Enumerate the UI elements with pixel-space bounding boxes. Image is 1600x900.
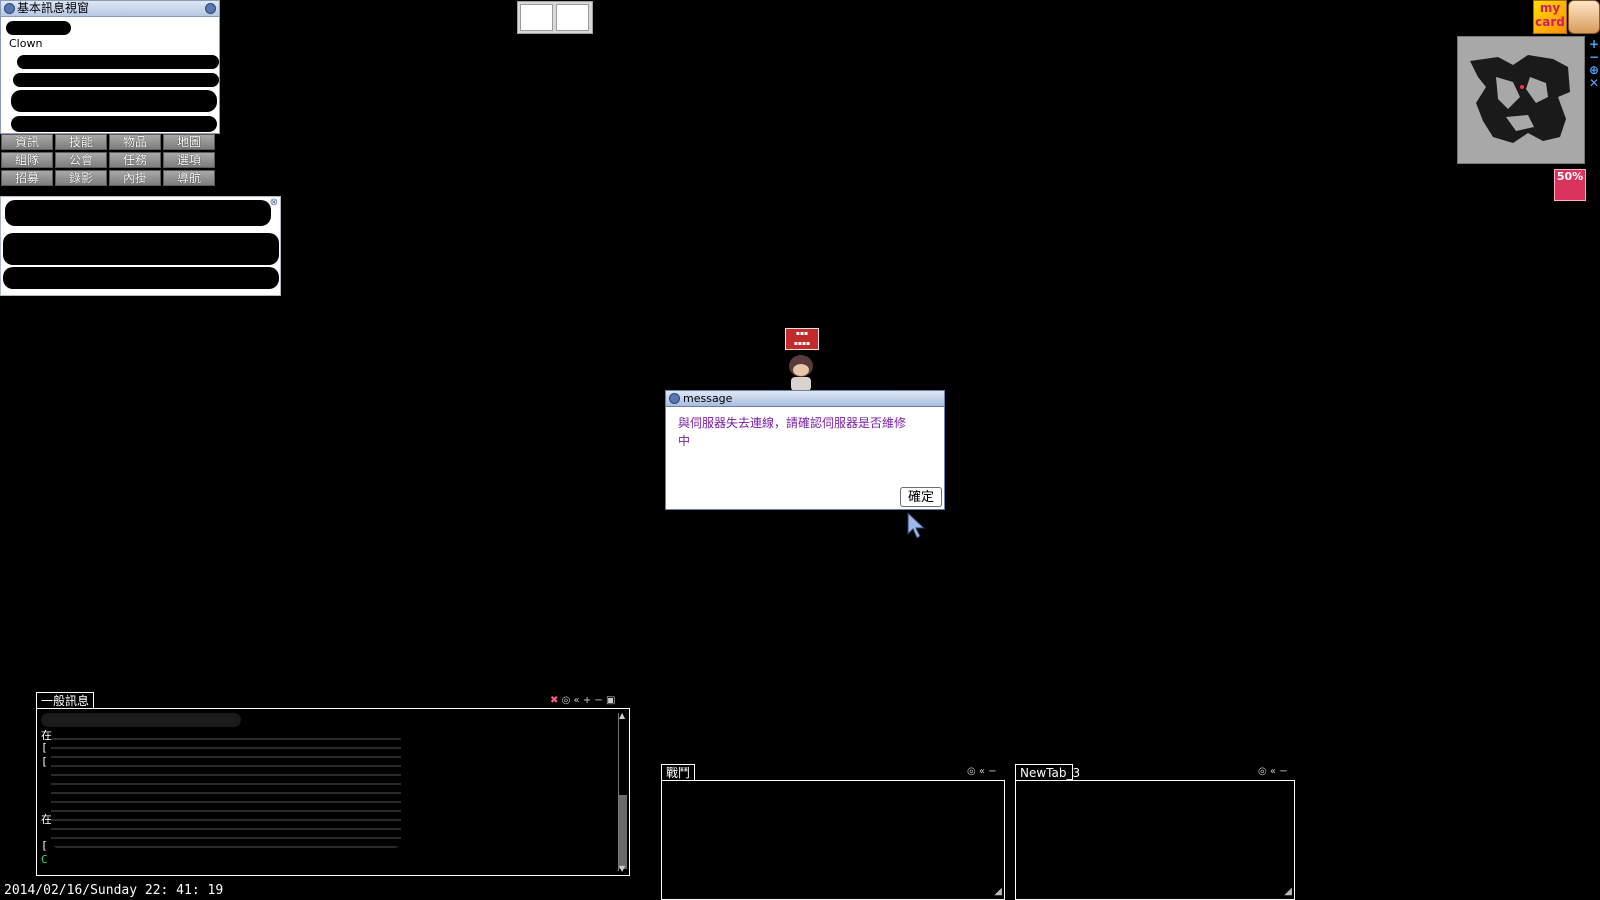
menu-party-button[interactable]: 組隊 — [1, 152, 53, 168]
minimap-zoom-out-icon[interactable]: − — [1588, 50, 1600, 64]
scroll-down-icon[interactable]: ▼ — [619, 864, 626, 873]
menu-item-button[interactable]: 物品 — [109, 134, 161, 150]
level-label: 120 — [17, 219, 35, 229]
window-toggle-icon[interactable] — [4, 3, 15, 14]
chat-scrollbar[interactable]: ▲ ▼ — [618, 711, 627, 873]
player-character[interactable] — [783, 353, 819, 391]
menu-navigation-button[interactable]: 導航 — [163, 170, 215, 186]
scroll-thumb[interactable] — [619, 795, 627, 869]
expand-icon[interactable]: + — [582, 695, 592, 706]
basic-info-title: 基本訊息視窗 — [17, 1, 90, 15]
close-icon[interactable]: ✖ — [550, 695, 559, 706]
redacted-stats-block — [3, 233, 279, 265]
rewind-icon[interactable]: « — [1269, 766, 1277, 777]
battle-chat-log[interactable]: ◢ — [661, 780, 1005, 900]
menu-option-button[interactable]: 選項 — [163, 152, 215, 168]
lock-icon[interactable]: ▣ — [605, 695, 616, 706]
settings-icon[interactable]: ◎ — [561, 695, 571, 706]
menu-guild-button[interactable]: 公會 — [55, 152, 107, 168]
chat-line: [ — [41, 741, 48, 754]
shortcut-slot[interactable] — [556, 4, 589, 31]
chat-window-controls[interactable]: ✖ ◎ « + − ▣ — [550, 695, 615, 706]
chat-line: 在 — [41, 729, 52, 742]
general-chat-log[interactable]: 在 [ [ 在 [ C ▲ ▼ — [36, 708, 630, 876]
boost-label: 50% — [1556, 170, 1584, 183]
newtab-chat-log[interactable]: ◢ — [1015, 780, 1295, 900]
rewind-icon[interactable]: « — [978, 766, 986, 777]
basic-info-window[interactable]: 基本訊息視窗 Clown — [0, 0, 220, 134]
minimize-icon[interactable]: − — [1279, 766, 1288, 777]
scroll-up-icon[interactable]: ▲ — [619, 711, 626, 720]
minimap[interactable] — [1457, 36, 1585, 164]
redacted-hp-bar — [17, 55, 219, 69]
datetime-display: 2014/02/16/Sunday 22: 41: 19 — [4, 883, 224, 898]
menu-macro-button[interactable]: 內掛 — [109, 170, 161, 186]
character-emblem: ▪▪▪▪▪▪▪ — [785, 328, 819, 350]
redacted-stats-row — [5, 200, 271, 226]
ok-button[interactable]: 確定 — [900, 487, 942, 507]
close-icon[interactable]: ⊗ — [269, 197, 278, 208]
minimize-icon[interactable]: − — [988, 766, 997, 777]
redacted-chat-lines — [51, 731, 401, 849]
shortcut-bar — [517, 1, 593, 34]
menu-record-button[interactable]: 錄影 — [55, 170, 107, 186]
menu-quest-button[interactable]: 任務 — [109, 152, 161, 168]
chat-line: 在 — [41, 813, 52, 826]
redacted-weight-zeny — [11, 90, 217, 112]
message-titlebar[interactable]: message — [666, 391, 944, 407]
window-toggle-icon[interactable] — [669, 393, 680, 404]
redacted-base-info — [11, 116, 217, 132]
redacted-character-name — [6, 21, 71, 35]
tab-battle[interactable]: 戰鬥 — [661, 764, 695, 781]
menu-map-button[interactable]: 地圖 — [163, 134, 215, 150]
message-text: 與伺服器失去連線，請確認伺服器是否維修 中 — [678, 414, 916, 450]
minimize-icon[interactable] — [205, 3, 216, 14]
minimap-zoom-in-icon[interactable]: + — [1588, 37, 1600, 51]
tab-newtab-3[interactable]: NewTab_3 — [1015, 764, 1080, 781]
redacted-chat — [41, 713, 241, 727]
basic-info-titlebar[interactable]: 基本訊息視窗 — [1, 1, 219, 17]
settings-icon[interactable]: ◎ — [967, 766, 976, 777]
chat-line: [ — [41, 839, 48, 852]
resize-grip-icon[interactable]: ◢ — [994, 886, 1002, 897]
message-line: 與伺服器失去連線，請確認伺服器是否維修 — [678, 416, 907, 430]
job-class-label: Clown — [9, 37, 43, 50]
menu-info-button[interactable]: 資訊 — [1, 134, 53, 150]
settings-icon[interactable]: ◎ — [1258, 766, 1267, 777]
shortcut-slot[interactable] — [520, 4, 553, 31]
newtab-window-controls[interactable]: ◎ « − — [1258, 766, 1288, 777]
minimize-icon[interactable]: − — [594, 695, 603, 706]
exp-boost-icon[interactable]: 50% — [1554, 169, 1586, 201]
resize-grip-icon[interactable]: ◢ — [1284, 886, 1292, 897]
status-window[interactable]: 120 ⊗ — [0, 196, 281, 296]
minimap-search-icon[interactable]: ⊕ — [1588, 63, 1600, 77]
message-line: 中 — [678, 434, 691, 448]
message-title: message — [683, 392, 733, 405]
redacted-stats-block-2 — [3, 267, 279, 289]
minimap-close-icon[interactable]: ✕ — [1588, 76, 1600, 90]
mycard-label: my card — [1535, 1, 1565, 29]
tab-general[interactable]: 一般訊息 — [36, 692, 94, 709]
rewind-icon[interactable]: « — [573, 695, 580, 706]
cash-shop-icon[interactable] — [1568, 0, 1600, 34]
chat-line: [ — [41, 755, 48, 768]
battle-window-controls[interactable]: ◎ « − — [967, 766, 997, 777]
redacted-sp-bar — [13, 73, 219, 87]
mycard-button[interactable]: my card — [1533, 0, 1567, 34]
mouse-cursor-icon — [907, 512, 926, 539]
chat-line: C — [41, 853, 48, 866]
message-dialog[interactable]: message 與伺服器失去連線，請確認伺服器是否維修 中 確定 — [665, 390, 945, 510]
minimap-terrain — [1470, 55, 1570, 143]
menu-recruit-button[interactable]: 招募 — [1, 170, 53, 186]
menu-skill-button[interactable]: 技能 — [55, 134, 107, 150]
